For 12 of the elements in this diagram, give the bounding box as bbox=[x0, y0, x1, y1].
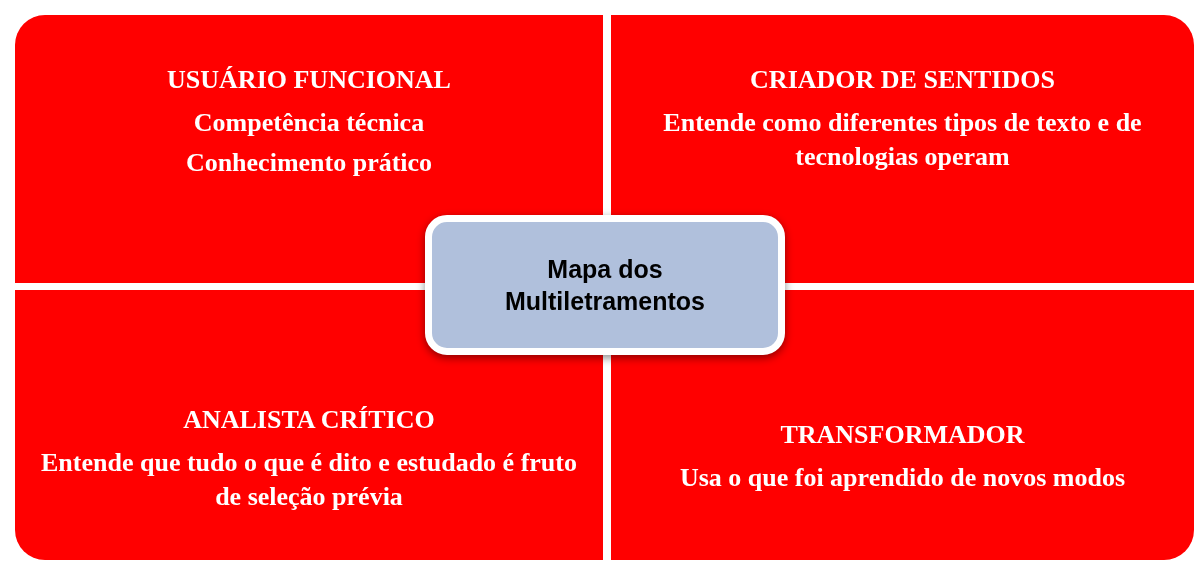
quadrant-panel bbox=[611, 15, 1194, 283]
quadrant-heading: TRANSFORMADOR bbox=[780, 419, 1025, 451]
center-box bbox=[425, 215, 785, 355]
description-text: Entende que tudo o que é dito e estudado é fruto de seleção prévia bbox=[40, 447, 578, 513]
description-text: Entende como diferentes tipos de texto e de tecnologias operam bbox=[662, 107, 1143, 173]
quadrant-heading: ANALISTA CRÍTICO bbox=[183, 404, 435, 436]
description-text: Competência técnica bbox=[193, 107, 425, 139]
description-text: Conhecimento prático bbox=[185, 147, 433, 179]
quadrant-heading: CRIADOR DE SENTIDOS bbox=[750, 64, 1055, 96]
center-title: Mapa dos Multiletramentos bbox=[504, 254, 706, 317]
quadrant-heading: USUÁRIO FUNCIONAL bbox=[167, 64, 451, 96]
description-text: Usa o que foi aprendido de novos modos bbox=[679, 462, 1126, 494]
